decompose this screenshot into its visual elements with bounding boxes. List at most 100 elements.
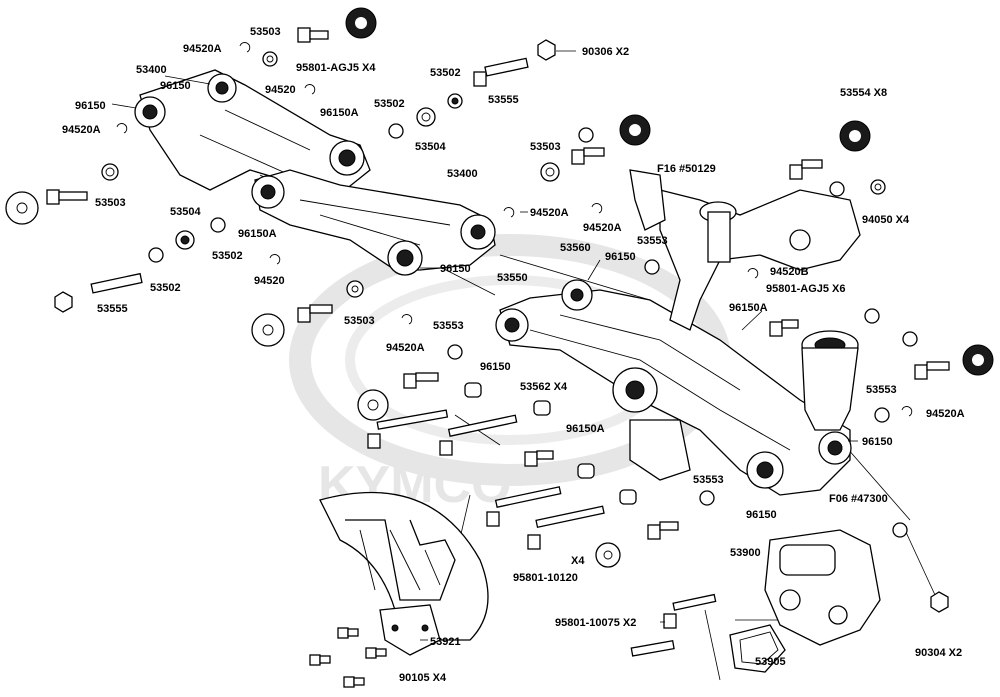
brake-pad-inner	[739, 631, 779, 665]
circlip	[503, 207, 515, 218]
spacer-hole	[351, 285, 359, 293]
spacer-53562	[533, 400, 551, 416]
bushing-96150-arm-rear-bore	[756, 461, 774, 479]
washer	[902, 331, 918, 347]
bolt-head	[343, 676, 355, 688]
subframe-bracket	[629, 169, 666, 231]
lower-link-arm-rib	[299, 199, 451, 246]
callout-90306-X2: 90306 X2	[582, 46, 629, 58]
seal-bore	[355, 17, 367, 29]
callout-95801-10075-X2: 95801-10075 X2	[555, 617, 636, 629]
bushing-96150-lower-bore	[396, 249, 414, 267]
nut-90304	[930, 591, 949, 613]
circlip	[747, 268, 759, 279]
subframe-mount	[789, 229, 811, 251]
circlip	[901, 406, 913, 417]
strut-f06	[801, 330, 859, 465]
spacer	[540, 162, 560, 182]
bolt-shank	[801, 159, 823, 169]
callout-53560: 53560	[560, 242, 591, 254]
callout-53553: 53553	[637, 235, 668, 247]
callout-96150A: 96150A	[238, 228, 277, 240]
caliper-piston-housing	[779, 544, 836, 576]
bolt-head	[486, 511, 500, 527]
callout-X4: X4	[571, 555, 585, 567]
bolt-90105	[309, 654, 331, 666]
bolt	[403, 372, 439, 389]
bolt-head	[309, 654, 321, 666]
long-bolt	[486, 486, 562, 527]
callout-53555: 53555	[97, 303, 128, 315]
bolt-head	[914, 364, 928, 380]
bolt-head	[46, 189, 60, 205]
callout-53555: 53555	[488, 94, 519, 106]
callout-labels: 53503 94520A 95801-AGJ5 X4 90306 X2 5340…	[62, 26, 965, 684]
callout-leader	[587, 259, 601, 281]
spacer	[464, 382, 482, 398]
brake-disc-hole	[421, 624, 429, 632]
callout-95801-AGJ5-X6: 95801-AGJ5 X6	[766, 283, 846, 295]
callout-90105-X4: 90105 X4	[399, 672, 447, 684]
spacer-53553	[874, 407, 890, 423]
callout-96150: 96150	[440, 263, 471, 275]
bolt	[769, 319, 799, 337]
washer	[829, 181, 845, 197]
callout-90304-X2: 90304 X2	[915, 647, 962, 659]
callout-94520A: 94520A	[530, 207, 569, 219]
circlip	[591, 203, 603, 214]
washer-hole	[367, 399, 379, 411]
main-swing-arm-body	[499, 289, 851, 496]
hub-96150A-bore	[625, 380, 645, 400]
callout-53553: 53553	[866, 384, 897, 396]
callout-96150A: 96150A	[320, 107, 359, 119]
washer	[148, 247, 164, 263]
bolt-head	[365, 647, 377, 659]
bushing-96150A-lower-bore	[260, 184, 276, 200]
washer	[262, 51, 278, 67]
callout-53503: 53503	[95, 197, 126, 209]
spacer	[346, 280, 364, 298]
callout-96150A: 96150A	[566, 423, 605, 435]
callout-leader	[741, 310, 763, 331]
brake-disc	[319, 491, 489, 656]
bolt-head	[571, 149, 585, 165]
bolt-shank	[484, 57, 529, 77]
callout-53400: 53400	[447, 168, 478, 180]
callout-96150: 96150	[605, 251, 636, 263]
callout-F06-47300: F06 #47300	[829, 493, 888, 505]
upper-swing-arm-rib	[199, 109, 311, 176]
washer	[578, 127, 594, 143]
spacer	[101, 163, 119, 181]
washer	[388, 123, 404, 139]
long-bolt	[367, 409, 449, 449]
bolt-head	[524, 451, 538, 467]
callout-53503: 53503	[530, 141, 561, 153]
bolt-shank	[781, 319, 799, 329]
bolt-shank	[376, 409, 449, 430]
bolt-head	[473, 71, 487, 87]
callout-53503: 53503	[250, 26, 281, 38]
bolt-90105	[343, 676, 365, 688]
brake-disc-hub	[379, 604, 441, 656]
spacer-53562	[577, 463, 595, 479]
callout-94520: 94520	[265, 84, 296, 96]
bolt	[914, 361, 950, 380]
bolt-95801-10120	[527, 505, 605, 550]
callout-53553: 53553	[693, 474, 724, 486]
spacer-53553	[644, 259, 660, 275]
callout-leaders	[111, 50, 858, 641]
callout-94050-X4: 94050 X4	[862, 214, 910, 226]
seal-bore	[972, 354, 984, 366]
lower-link-arm-body	[254, 169, 496, 271]
bolt-shank	[353, 677, 365, 686]
washer-hole	[266, 55, 274, 63]
bolt-head	[527, 534, 541, 550]
callout-94520A: 94520A	[183, 43, 222, 55]
strut-body	[801, 347, 859, 431]
washer-94050	[870, 179, 886, 195]
bolt-90105	[365, 647, 387, 659]
bolt-head	[439, 440, 453, 456]
callout-96150: 96150	[480, 361, 511, 373]
